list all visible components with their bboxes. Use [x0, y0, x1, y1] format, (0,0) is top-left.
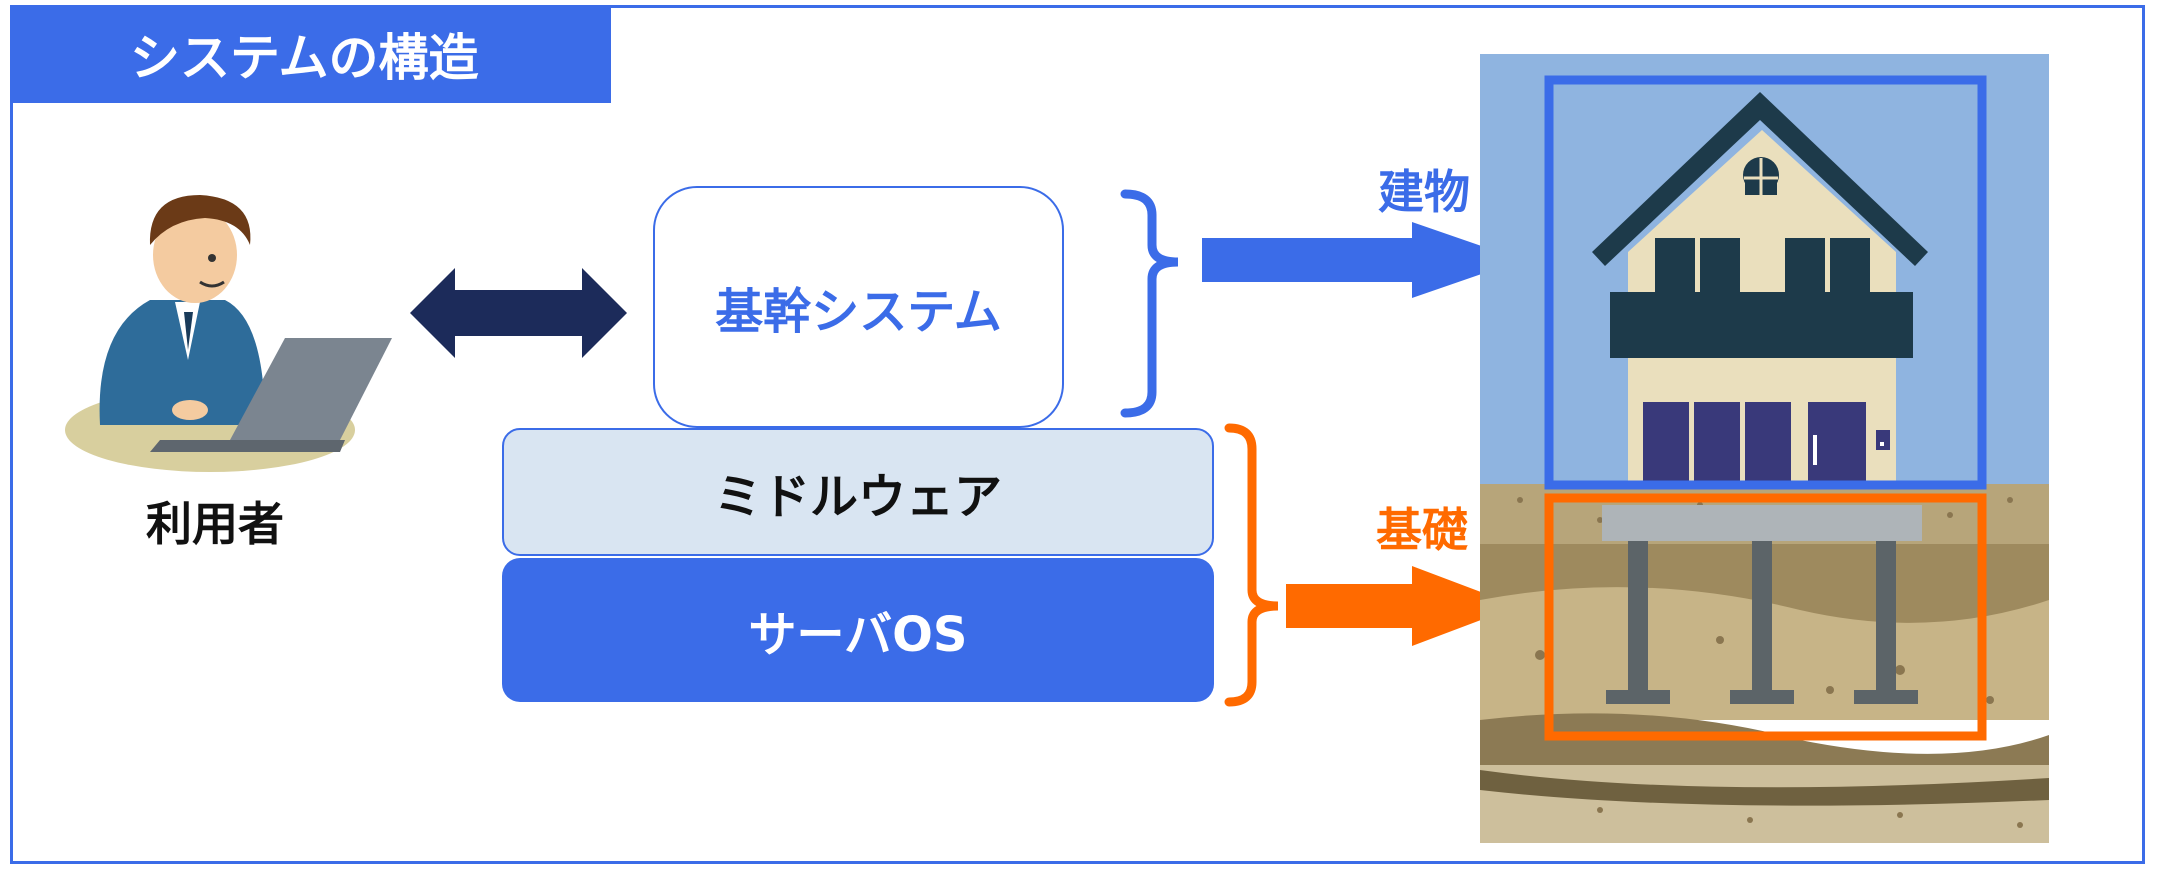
core-system-box: 基幹システム	[653, 186, 1064, 428]
user-label: 利用者	[146, 497, 284, 551]
user-head	[153, 207, 237, 303]
foundation-label: 基礎	[1376, 503, 1468, 557]
building-arrow	[1202, 222, 1522, 298]
user-body	[99, 300, 265, 425]
foundation-brace	[1224, 423, 1279, 707]
diagram-frame	[10, 5, 2145, 864]
middleware-box: ミドルウェア	[502, 428, 1214, 556]
page-title: システムの構造	[10, 5, 611, 103]
laptop-icon	[230, 338, 392, 440]
foundation-highlight	[1544, 493, 1987, 741]
server-os-box: サーバOS	[502, 558, 1214, 702]
building-highlight	[1544, 75, 1987, 490]
building-label: 建物	[1378, 165, 1470, 219]
building-brace	[1120, 189, 1179, 418]
foundation-arrow	[1286, 566, 1518, 646]
user-hair	[149, 195, 251, 245]
